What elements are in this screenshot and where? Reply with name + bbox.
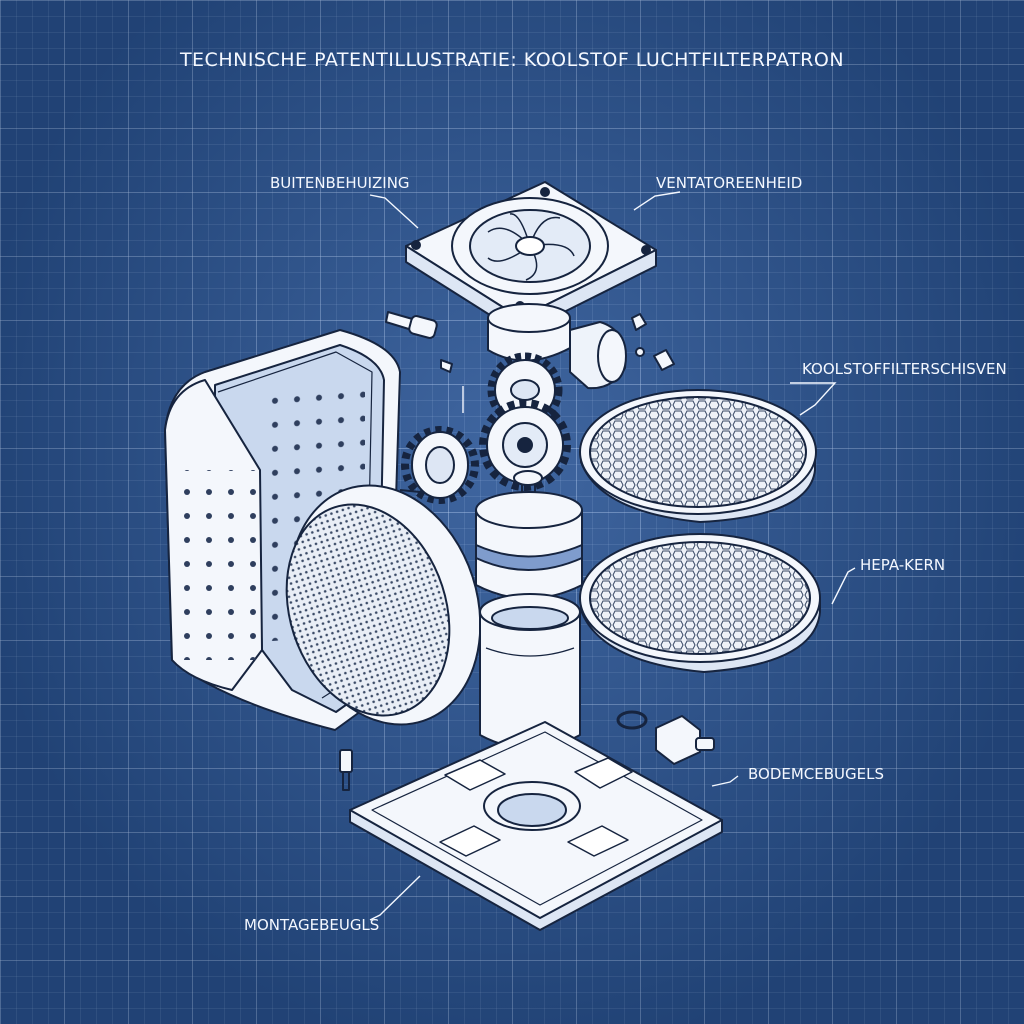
label-mounting-brackets: MONTAGEBEUGLS xyxy=(244,916,380,934)
base-plate xyxy=(349,721,723,931)
fan-unit xyxy=(405,181,657,390)
diagram-title: TECHNISCHE PATENTILLUSTRATIE: KOOLSTOF L… xyxy=(179,48,845,71)
label-base-brackets: BODEMCEBUGELS xyxy=(748,765,885,783)
hepa-core-cylinder xyxy=(475,470,583,750)
label-housing: BUITENBEHUIZING xyxy=(270,174,410,192)
leader-lines xyxy=(369,191,856,921)
small-hardware xyxy=(339,311,715,791)
front-mesh-disc xyxy=(285,484,482,726)
carbon-filter-discs xyxy=(579,389,821,673)
label-fan-unit: VENTATOREENHEID xyxy=(656,174,803,192)
gear-stack xyxy=(401,352,571,504)
label-carbon-discs: KOOLSTOFFILTERSCHISVEN xyxy=(802,360,1007,378)
label-hepa-core: HEPA-KERN xyxy=(860,556,946,574)
